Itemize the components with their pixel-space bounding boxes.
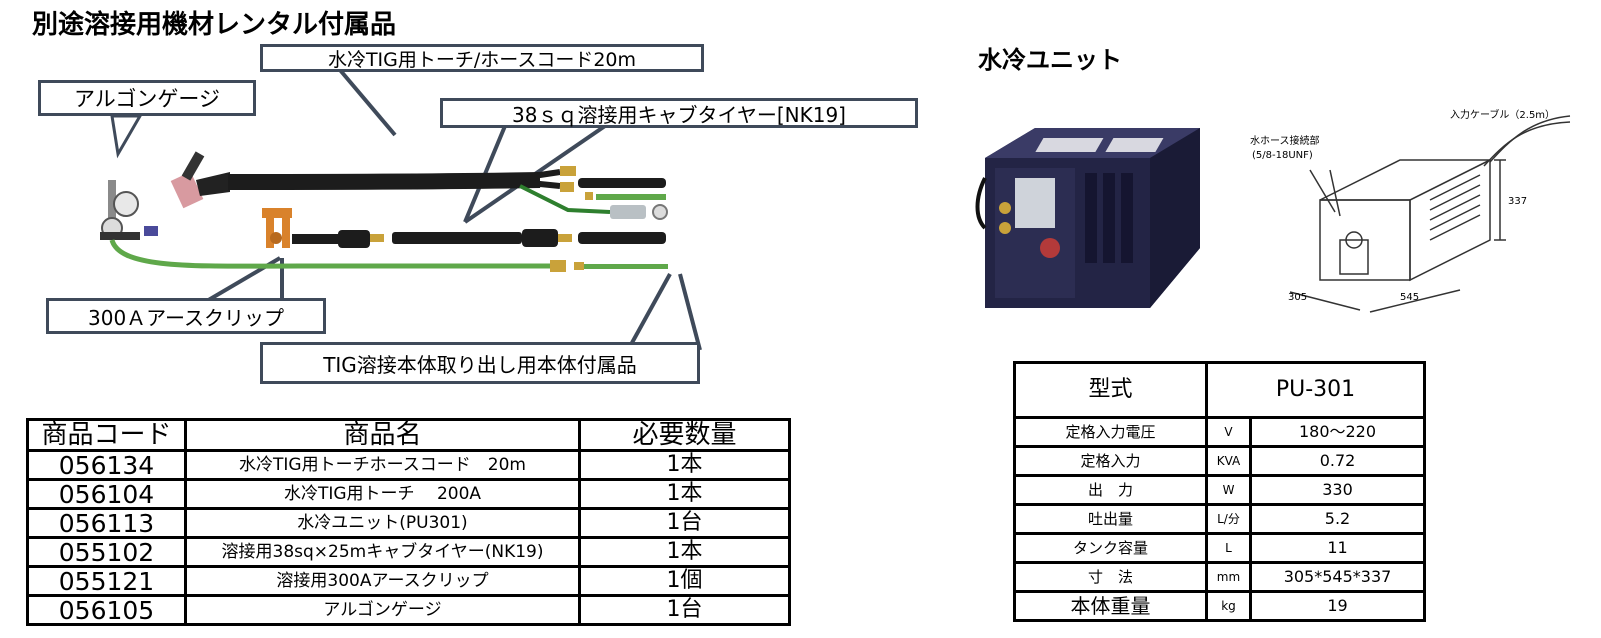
- table-row: 定格入力 KVA 0.72: [1013, 445, 1426, 477]
- table-row: 056105 アルゴンゲージ 1台: [26, 594, 791, 626]
- product-name: アルゴンゲージ: [184, 594, 581, 626]
- product-code: 055102: [26, 536, 187, 568]
- spec-value: 0.72: [1249, 445, 1426, 477]
- callout-pointer-gauge: [110, 114, 143, 159]
- drawing-dim-height: 337: [1508, 196, 1527, 207]
- cable-plug-graphic: [338, 230, 370, 248]
- header-product-name: 商品名: [184, 418, 581, 452]
- spec-value: 5.2: [1249, 503, 1426, 535]
- table-row: 055102 溶接用38sq×25mキャブタイヤー(NK19) 1本: [26, 536, 791, 568]
- table-row: 056104 水冷TIG用トーチ 200A 1本: [26, 478, 791, 510]
- product-name: 水冷TIG用トーチ 200A: [184, 478, 581, 510]
- spec-model-label: 型式: [1013, 361, 1208, 419]
- spec-unit: V: [1205, 416, 1252, 448]
- table-row: タンク容量 L 11: [1013, 532, 1426, 564]
- earth-clip-graphic: [262, 208, 292, 248]
- table-row: 定格入力電圧 V 180～220: [1013, 416, 1426, 448]
- parts-table: 商品コード 商品名 必要数量 056134 水冷TIG用トーチホースコード 20…: [26, 418, 791, 626]
- spec-label: 本体重量: [1013, 590, 1208, 622]
- parts-table-header: 商品コード 商品名 必要数量: [26, 418, 791, 452]
- product-code: 056105: [26, 594, 187, 626]
- product-quantity: 1本: [578, 478, 791, 510]
- callout-pointer-torch: [338, 68, 397, 137]
- spec-unit: W: [1205, 474, 1252, 506]
- spec-model-row: 型式 PU-301: [1013, 361, 1426, 419]
- hose-coupler-graphic: [610, 205, 646, 219]
- page-title: 別途溶接用機材レンタル付属品: [32, 10, 397, 40]
- table-row: 本体重量 kg 19: [1013, 590, 1426, 622]
- callout-argon-gauge: アルゴンゲージ: [38, 80, 256, 116]
- callout-cabtire: 38ｓｑ溶接用キャブタイヤー[NK19]: [440, 98, 918, 128]
- table-row: 056134 水冷TIG用トーチホースコード 20m 1本: [26, 449, 791, 481]
- product-quantity: 1本: [578, 536, 791, 568]
- callout-pointer-accessory-2: [678, 273, 702, 351]
- tig-torch-graphic: [170, 151, 230, 209]
- product-code: 056134: [26, 449, 187, 481]
- product-name: 溶接用38sq×25mキャブタイヤー(NK19): [184, 536, 581, 568]
- spec-label: 寸 法: [1013, 561, 1208, 593]
- torch-hose-bundle: [227, 172, 541, 190]
- callout-earth-clip: 300Ａアースクリップ: [46, 298, 326, 334]
- table-row: 寸 法 mm 305*545*337: [1013, 561, 1426, 593]
- product-code: 056104: [26, 478, 187, 510]
- product-name: 溶接用300Aアースクリップ: [184, 565, 581, 597]
- spec-unit: L: [1205, 532, 1252, 564]
- header-quantity: 必要数量: [578, 418, 791, 452]
- product-code: 056113: [26, 507, 187, 539]
- cabtire-cable-graphic: [392, 232, 522, 244]
- spec-unit: kg: [1205, 590, 1252, 622]
- spec-value: 19: [1249, 590, 1426, 622]
- drawing-label-hose-connector: 水ホース接続部: [1250, 134, 1320, 147]
- callout-torch-hose: 水冷TIG用トーチ/ホースコード20m: [260, 44, 704, 72]
- spec-value: 180～220: [1249, 416, 1426, 448]
- table-row: 吐出量 L/分 5.2: [1013, 503, 1426, 535]
- water-cooling-unit-photo: [975, 128, 1200, 308]
- welding-accessories-illustration: [100, 68, 702, 351]
- gas-hose-graphic: [109, 239, 550, 269]
- callout-body-accessory: TIG溶接本体取り出し用本体付属品: [260, 342, 700, 384]
- product-code: 055121: [26, 565, 187, 597]
- spec-value: 305*545*337: [1249, 561, 1426, 593]
- spec-label: 定格入力電圧: [1013, 416, 1208, 448]
- spec-unit: mm: [1205, 561, 1252, 593]
- spec-value: 330: [1249, 474, 1426, 506]
- product-name: 水冷TIG用トーチホースコード 20m: [184, 449, 581, 481]
- drawing-label-hose-thread: (5/8-18UNF): [1252, 150, 1313, 161]
- spec-label: 定格入力: [1013, 445, 1208, 477]
- drawing-dim-depth: 305: [1288, 292, 1307, 303]
- header-product-code: 商品コード: [26, 418, 187, 452]
- callout-pointer-accessory: [626, 273, 672, 351]
- product-quantity: 1個: [578, 565, 791, 597]
- spec-model-value: PU-301: [1205, 361, 1426, 419]
- drawing-dim-width: 545: [1400, 292, 1419, 303]
- drawing-label-input-cable: 入力ケーブル（2.5m）: [1450, 108, 1555, 121]
- table-row: 出 力 W 330: [1013, 474, 1426, 506]
- water-cooling-unit-title: 水冷ユニット: [978, 46, 1122, 74]
- spec-label: 出 力: [1013, 474, 1208, 506]
- table-row: 055121 溶接用300Aアースクリップ 1個: [26, 565, 791, 597]
- spec-label: 吐出量: [1013, 503, 1208, 535]
- spec-label: タンク容量: [1013, 532, 1208, 564]
- spec-value: 11: [1249, 532, 1426, 564]
- spec-unit: KVA: [1205, 445, 1252, 477]
- product-quantity: 1本: [578, 449, 791, 481]
- product-name: 水冷ユニット(PU301): [184, 507, 581, 539]
- argon-gauge-graphic: [100, 180, 158, 240]
- water-cooling-unit-drawing: 入力ケーブル（2.5m） 水ホース接続部 (5/8-18UNF) 337 305…: [1250, 108, 1571, 313]
- table-row: 056113 水冷ユニット(PU301) 1台: [26, 507, 791, 539]
- product-quantity: 1台: [578, 594, 791, 626]
- spec-unit: L/分: [1205, 503, 1252, 535]
- spec-table: 型式 PU-301 定格入力電圧 V 180～220 定格入力 KVA 0.72…: [1013, 361, 1426, 622]
- product-quantity: 1台: [578, 507, 791, 539]
